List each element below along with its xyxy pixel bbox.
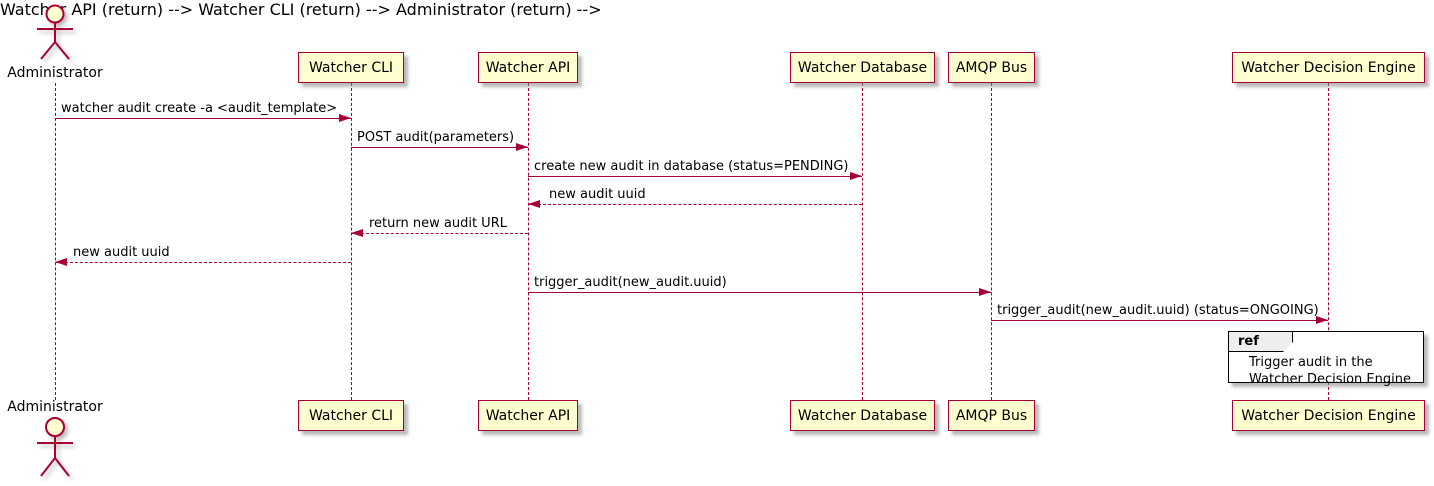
participant-top-watcher-decision-engine: Watcher Decision Engine	[1232, 52, 1425, 83]
administrator-actor-icon	[37, 4, 73, 60]
message-line	[528, 176, 862, 177]
arrowhead-left-icon	[528, 200, 540, 208]
message-line	[991, 320, 1328, 321]
arrowhead-left-icon	[55, 258, 67, 266]
ref-fragment: ref Trigger audit in the Watcher Decisio…	[1228, 331, 1424, 387]
message-label: watcher audit create -a <audit_template>	[61, 101, 338, 116]
lifeline-watcher-api	[528, 83, 529, 400]
message-line	[351, 147, 528, 148]
arrowhead-left-icon	[351, 229, 363, 237]
message-label: new audit uuid	[73, 245, 170, 260]
message-label: trigger_audit(new_audit.uuid) (status=ON…	[997, 303, 1319, 318]
ref-line-2: Watcher Decision Engine	[1249, 372, 1411, 387]
lifeline-watcher-cli	[351, 83, 352, 400]
participant-bottom-watcher-database: Watcher Database	[790, 400, 935, 431]
participant-top-watcher-api: Watcher API	[478, 52, 578, 83]
arrowhead-right-icon	[516, 143, 528, 151]
participant-bottom-watcher-api: Watcher API	[478, 400, 578, 431]
administrator-actor-icon	[37, 417, 73, 477]
message-line	[351, 233, 528, 234]
message-label: create new audit in database (status=PEN…	[534, 159, 849, 174]
participant-top-watcher-cli: Watcher CLI	[298, 52, 404, 83]
message-line	[528, 292, 991, 293]
participant-top-watcher-database: Watcher Database	[790, 52, 935, 83]
actor-label-administrator-bottom: Administrator	[7, 399, 103, 415]
participant-bottom-watcher-cli: Watcher CLI	[298, 400, 404, 431]
ref-body: Trigger audit in the Watcher Decision En…	[1249, 354, 1411, 388]
message-label: POST audit(parameters)	[357, 130, 515, 145]
ref-line-1: Trigger audit in the	[1249, 355, 1373, 370]
ref-keyword: ref	[1229, 332, 1293, 352]
lifeline-amqp-bus	[991, 83, 992, 400]
arrowhead-right-icon	[979, 288, 991, 296]
participant-bottom-watcher-decision-engine: Watcher Decision Engine	[1232, 400, 1425, 431]
message-line	[528, 204, 862, 205]
arrowhead-right-icon	[339, 114, 351, 122]
arrowhead-right-icon	[1316, 316, 1328, 324]
message-line	[55, 118, 351, 119]
lifeline-watcher-decision-engine	[1328, 83, 1329, 400]
actor-label-administrator-top: Administrator	[7, 65, 103, 81]
message-line	[55, 262, 351, 263]
message-label: return new audit URL	[369, 216, 507, 231]
lifeline-administrator	[55, 83, 56, 400]
message-label: trigger_audit(new_audit.uuid)	[534, 275, 727, 290]
participant-top-amqp-bus: AMQP Bus	[948, 52, 1035, 83]
lifeline-watcher-database	[862, 83, 863, 400]
participant-bottom-amqp-bus: AMQP Bus	[948, 400, 1035, 431]
message-label: new audit uuid	[549, 187, 646, 202]
arrowhead-right-icon	[850, 172, 862, 180]
